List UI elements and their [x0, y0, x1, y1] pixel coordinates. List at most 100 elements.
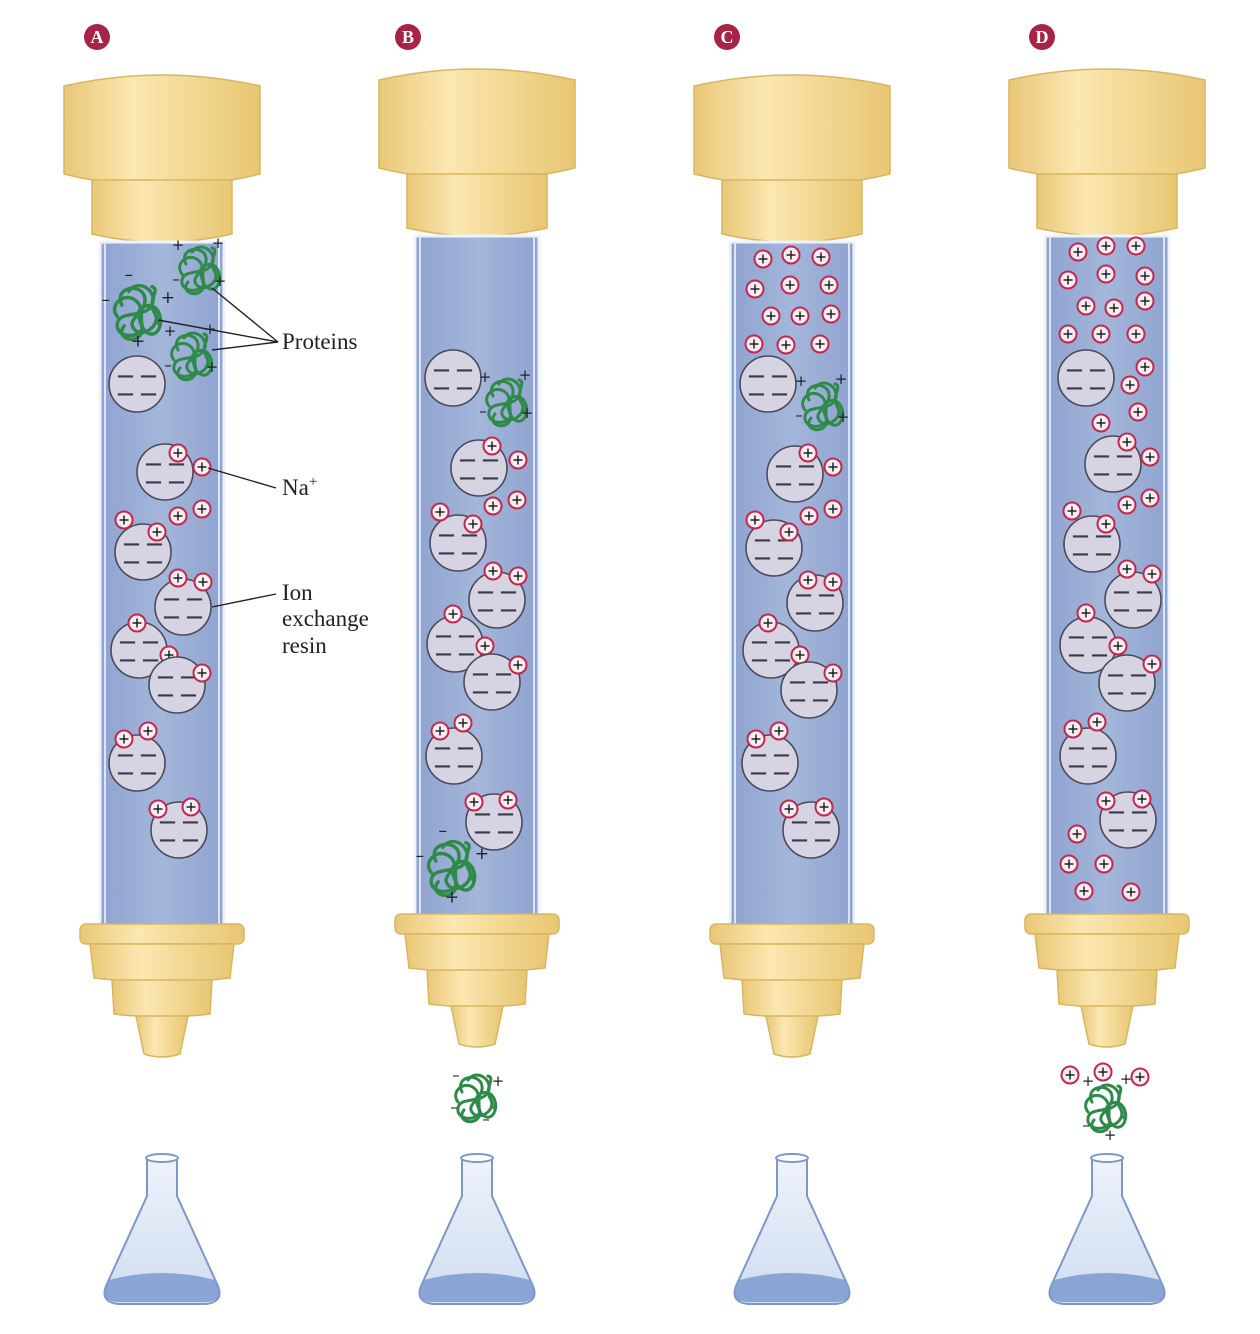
sodium-ion	[482, 436, 502, 456]
sodium-ion	[475, 636, 495, 656]
column-outlet-tip	[765, 1015, 819, 1058]
resin-bead-body	[424, 349, 482, 407]
bead-charge-bottom: — —	[119, 650, 159, 670]
sodium-ion	[1104, 298, 1124, 318]
sodium-ion	[168, 506, 188, 526]
sodium-ion	[463, 514, 483, 534]
collection-flask	[103, 1157, 221, 1305]
bead-charge-top: — —	[1066, 360, 1106, 380]
sodium-ion	[781, 245, 801, 265]
bead-charge-bottom: — —	[435, 644, 475, 664]
bead-charge-top: — —	[795, 585, 835, 605]
sodium-ion	[114, 729, 134, 749]
bead-charge-bottom: — —	[750, 763, 790, 783]
flask-liquid	[1049, 1273, 1165, 1302]
protein-charge: –	[482, 1110, 490, 1128]
protein-charge: +	[475, 844, 489, 864]
protein-charge: –	[164, 356, 172, 374]
panel-b-label: B	[402, 27, 414, 47]
protein-charge: +	[492, 1072, 505, 1090]
protein-charge: –	[479, 402, 487, 420]
sodium-ion	[498, 790, 518, 810]
resin-bead: — —— —	[1059, 616, 1117, 674]
protein-charge: +	[519, 366, 532, 384]
sodium-ion	[1117, 495, 1137, 515]
sodium-ion	[193, 572, 213, 592]
bead-charge-top: — —	[474, 804, 514, 824]
sodium-ion	[1076, 296, 1096, 316]
bead-charge-bottom: — —	[145, 472, 185, 492]
sodium-ion	[508, 655, 528, 675]
resin-bead: — —— —	[739, 355, 797, 413]
panel-b-badge: B	[395, 24, 421, 50]
sodium-ion	[790, 645, 810, 665]
panel-a-label: A	[91, 27, 104, 47]
column-top-cap	[378, 68, 576, 181]
protein-chain	[434, 859, 476, 897]
protein-chain	[172, 331, 207, 378]
sodium-ion	[780, 275, 800, 295]
bead-charge-top: — —	[791, 812, 831, 832]
bead-charge-top: — —	[1068, 627, 1108, 647]
proteins-callout: Proteins	[282, 329, 357, 354]
protein-charge: +	[1120, 1070, 1133, 1088]
bead-charge-bottom: — —	[791, 830, 831, 850]
sodium-ion	[761, 306, 781, 326]
sodium-ion	[453, 713, 473, 733]
sodium-ion	[1135, 291, 1155, 311]
protein: ++–+	[479, 366, 533, 428]
collection-flask	[733, 1157, 851, 1305]
flask-liquid	[734, 1273, 850, 1302]
bead-charge-bottom: — —	[1107, 683, 1147, 703]
bead-charge-top: — —	[477, 582, 517, 602]
resin-bead: — —— —	[780, 661, 838, 719]
bead-charge-bottom: — —	[472, 682, 512, 702]
resin-bead: — —— —	[463, 653, 521, 711]
bead-charge-bottom: — —	[1072, 544, 1112, 564]
bead-charge-bottom: — —	[438, 543, 478, 563]
resin-bead-body	[741, 734, 799, 792]
sodium-ion	[1140, 447, 1160, 467]
sodium-ion	[1068, 242, 1088, 262]
resin-bead-body	[148, 656, 206, 714]
flask-mouth	[1090, 1153, 1124, 1163]
resin-bead: — —— —	[426, 615, 484, 673]
protein-charge: –	[450, 1098, 458, 1116]
resin-bead: — —— —	[108, 355, 166, 413]
resin-bead: — —— —	[741, 734, 799, 792]
sodium-ion	[1120, 375, 1140, 395]
bead-charge-top: — —	[117, 366, 157, 386]
sodium-ion	[779, 522, 799, 542]
sodium-ion	[181, 797, 201, 817]
protein: ++–+	[164, 320, 218, 382]
flask-mouth	[775, 1153, 809, 1163]
sodium-ion	[1142, 564, 1162, 584]
resin-callout-line2: exchange	[282, 606, 369, 631]
column-bottom-fitting	[1034, 933, 1180, 973]
bead-charge-bottom: — —	[1068, 756, 1108, 776]
protein-chain	[429, 839, 469, 894]
protein: ++–+	[172, 234, 227, 296]
resin-bead-body	[1057, 349, 1115, 407]
protein-charge: +	[214, 272, 227, 290]
sodium-ion	[508, 566, 528, 586]
sodium-ion	[1132, 789, 1152, 809]
bead-charge-top: — —	[1068, 738, 1108, 758]
protein-charge: –	[795, 406, 803, 424]
column-top-cap	[63, 74, 261, 187]
column-outlet-tip	[1080, 1005, 1134, 1048]
bead-charge-bottom: — —	[748, 384, 788, 404]
protein-chain	[456, 1073, 491, 1120]
sodium-ion	[1060, 1065, 1080, 1085]
protein-chain	[1086, 1083, 1121, 1130]
panel-a-badge: A	[84, 24, 110, 50]
sodium-ion	[507, 490, 527, 510]
sodium-ion	[790, 306, 810, 326]
protein: ++–+	[1082, 1070, 1133, 1144]
bead-charge-top: — —	[472, 664, 512, 684]
resin-bead: — —— —	[468, 571, 526, 629]
panel-d-badge: D	[1029, 24, 1055, 50]
resin-bead-body	[463, 653, 521, 711]
sodium-ion	[1130, 1067, 1150, 1087]
column-bottom-reducer	[426, 969, 528, 1008]
